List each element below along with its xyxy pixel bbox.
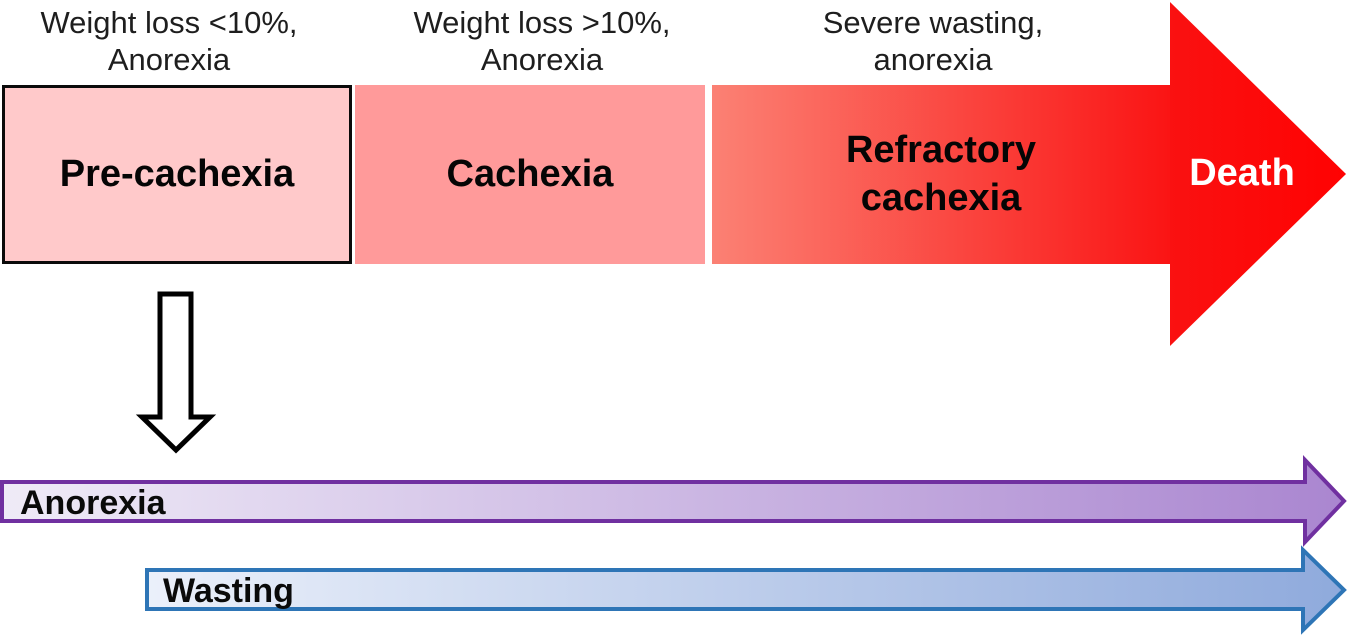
criteria-line-2: Anorexia [480,42,604,77]
stage-name: Refractory cachexia [845,129,1037,219]
stage-refractory-cachexia: Refractory cachexia [712,85,1170,264]
wasting-timeline-label: Wasting [163,572,294,610]
stage-pre-cachexia: Pre-cachexia [2,85,352,264]
anorexia-timeline-label: Anorexia [20,484,166,522]
stage-cachexia: Cachexia [355,85,705,264]
criteria-line-1: Weight loss <10%, [40,5,298,40]
criteria-label-pre-cachexia: Weight loss <10%, Anorexia [19,4,319,78]
down-arrow-icon [135,291,217,454]
criteria-line-1: Weight loss >10%, [413,5,671,40]
criteria-line-2: anorexia [873,42,993,77]
criteria-line-1: Severe wasting, [822,5,1044,40]
anorexia-timeline-arrow [0,454,1347,548]
death-label: Death [1189,152,1295,194]
wasting-timeline-arrow [145,545,1347,635]
stage-name: Pre-cachexia [59,153,295,195]
criteria-line-2: Anorexia [107,42,231,77]
stage-name: Cachexia [446,153,614,195]
criteria-label-refractory: Severe wasting, anorexia [783,4,1083,78]
criteria-label-cachexia: Weight loss >10%, Anorexia [392,4,692,78]
